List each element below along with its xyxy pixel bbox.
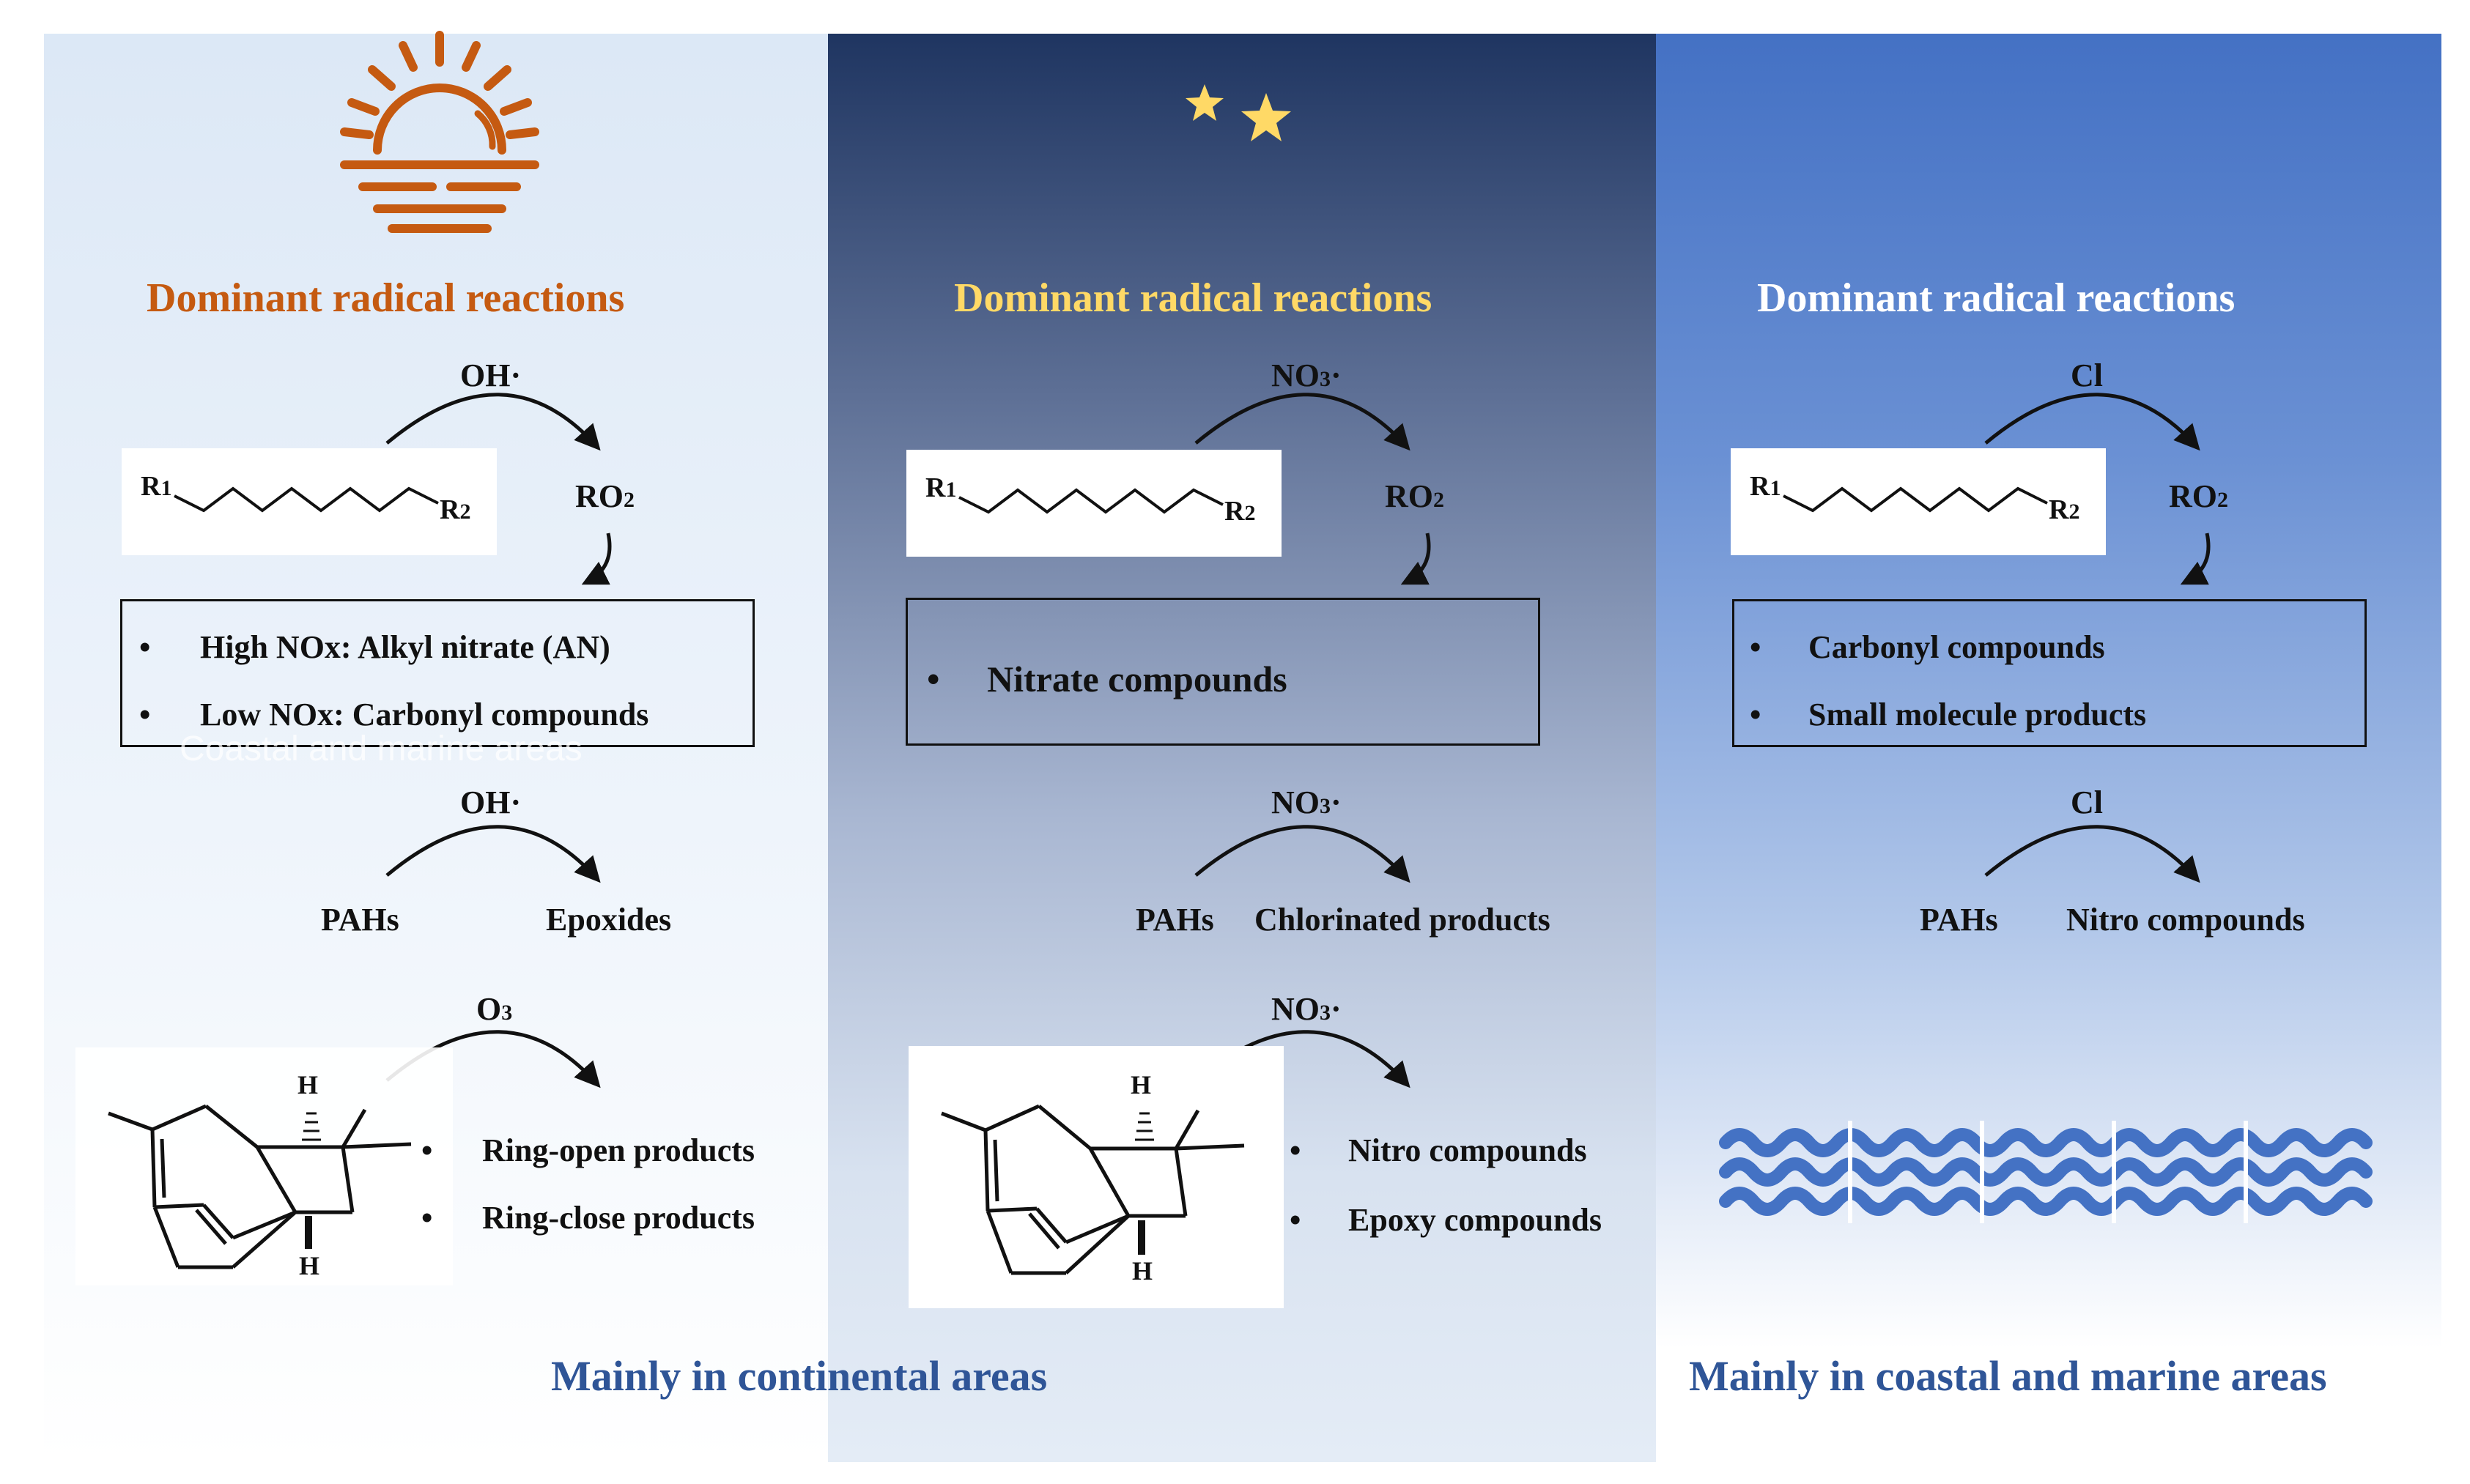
marine-reagent-cl-2: Cl [2071,784,2103,820]
r2-label: R2 [440,494,471,525]
day-epoxides: Epoxides [546,902,672,938]
night-product-1: Nitrate compounds [987,658,1287,700]
day-product-bullet-2: • [139,697,151,732]
watermark-text: Coastal and marine areas [180,730,583,768]
day-h-top: H [297,1070,319,1099]
marine-nitro-compounds: Nitro compounds [2066,902,2305,938]
footer-continental: Mainly in continental areas [551,1352,1048,1400]
night-terpene-bullet-2: • [1290,1202,1301,1238]
night-ro2: RO2 [1385,478,1444,514]
day-reagent-o3: O3 [476,991,513,1027]
night-terpene-structure: H H [909,1046,1284,1308]
day-reagent-oh: OH· [460,357,522,393]
day-product-bullet-1: • [139,629,151,665]
day-product-1: High NOx: Alkyl nitrate (AN) [200,629,610,665]
night-product-bullet-1: • [927,658,940,700]
marine-alkane-structure: R1 R2 [1731,448,2106,555]
marine-title: Dominant radical reactions [1757,275,2236,321]
night-pahs: PAHs [1136,902,1214,938]
night-chlorinated-products: Chlorinated products [1254,902,1550,938]
r2-label: R2 [1224,496,1256,527]
night-h-bottom: H [1132,1256,1153,1285]
night-terpene-product-1: Nitro compounds [1348,1132,1587,1168]
night-h-top: H [1131,1070,1152,1099]
night-reagent-no3-3: NO3· [1271,991,1342,1027]
day-reagent-oh-2: OH· [460,784,522,820]
marine-products-box [1732,599,2367,747]
day-terpene-bullet-1: • [421,1132,433,1168]
r1-label: R1 [925,472,957,503]
day-h-bottom: H [299,1251,320,1280]
marine-product-bullet-2: • [1750,697,1761,732]
night-terpene-bullet-1: • [1290,1132,1301,1168]
night-products-box [906,598,1540,746]
sun-icon [340,31,539,233]
day-terpene-bullet-2: • [421,1200,433,1236]
footer-coastal-marine: Mainly in coastal and marine areas [1689,1352,2327,1400]
marine-reagent-cl: Cl [2071,357,2103,393]
day-products-box [120,599,755,747]
night-alkane-structure: R1 R2 [906,450,1282,557]
day-title: Dominant radical reactions [147,275,625,321]
day-pahs: PAHs [321,902,399,938]
night-reagent-no3: NO3· [1271,357,1342,393]
day-product-2: Low NOx: Carbonyl compounds [200,697,649,732]
night-reagent-no3-2: NO3· [1271,784,1342,820]
night-title: Dominant radical reactions [954,275,1432,321]
r1-label: R1 [141,471,172,502]
waves-icon [1719,1121,2373,1223]
day-terpene-structure: H H [75,1047,453,1285]
marine-product-2: Small molecule products [1808,697,2147,732]
marine-ro2: RO2 [2169,478,2228,514]
day-alkane-structure: R1 R2 [122,448,497,555]
marine-panel [1656,34,2441,1462]
day-terpene-product-2: Ring-close products [482,1200,755,1236]
r1-label: R1 [1750,471,1781,502]
marine-product-1: Carbonyl compounds [1808,629,2105,665]
day-ro2: RO2 [575,478,635,514]
night-terpene-product-2: Epoxy compounds [1348,1202,1602,1238]
marine-product-bullet-1: • [1750,629,1761,665]
marine-pahs: PAHs [1920,902,1998,938]
day-terpene-product-1: Ring-open products [482,1132,755,1168]
r2-label: R2 [2049,494,2080,525]
moon-stars-icon [1123,40,1315,234]
